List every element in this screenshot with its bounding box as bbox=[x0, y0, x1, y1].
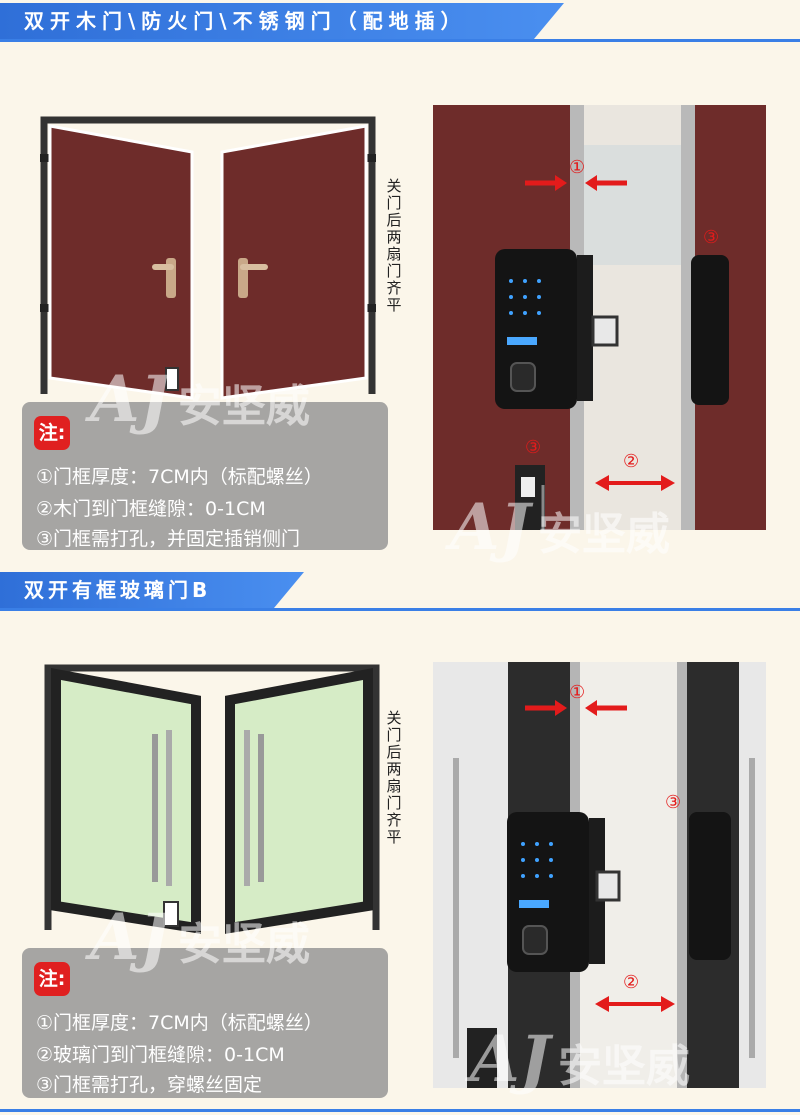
section-glass-door: 双开有框玻璃门B 关门后两扇门齐平 注: ①门框厚度：7CM内（标配螺丝） ②玻… bbox=[0, 560, 800, 1115]
marker-1: ① bbox=[569, 682, 586, 703]
divider bbox=[0, 608, 800, 611]
section-title: 双开有框玻璃门B bbox=[0, 572, 304, 608]
marker-3: ③ bbox=[665, 792, 682, 813]
note-box: 注: ①门框厚度：7CM内（标配螺丝） ②木门到门框缝隙：0-1CM ③门框需打… bbox=[22, 402, 388, 550]
marker-2: ② bbox=[623, 972, 640, 993]
double-glass-door-diagram bbox=[44, 664, 380, 934]
left-pull-handle-icon bbox=[152, 730, 172, 886]
side-note-flush: 关门后两扇门齐平 bbox=[386, 177, 402, 314]
left-door-handle-icon bbox=[152, 258, 176, 298]
note-line-1: ①门框厚度：7CM内（标配螺丝） bbox=[36, 466, 323, 488]
note-line-2: ②木门到门框缝隙：0-1CM bbox=[36, 498, 266, 520]
divider bbox=[0, 39, 800, 42]
marker-3-lock: ③ bbox=[703, 227, 720, 248]
lock-strike-body bbox=[691, 255, 729, 405]
marker-3-bolt: ③ bbox=[525, 437, 542, 458]
installation-photo-wood: ① ② ③ ③ bbox=[433, 105, 766, 545]
double-wooden-door-diagram bbox=[40, 116, 376, 400]
right-pull-handle-icon bbox=[244, 730, 264, 886]
note-line-3: ③门框需打孔，并固定插销侧门 bbox=[36, 528, 301, 550]
note-line-2: ②玻璃门到门框缝隙：0-1CM bbox=[36, 1044, 285, 1066]
section-wooden-door: 双开木门\防火门\不锈钢门（配地插） 关门后两扇门齐平 注: ①门框厚度：7CM… bbox=[0, 0, 800, 565]
note-badge: 注: bbox=[34, 962, 70, 996]
gap-arrow-icon-2 bbox=[595, 996, 675, 1012]
note-line-1: ①门框厚度：7CM内（标配螺丝） bbox=[36, 1012, 323, 1034]
marker-2: ② bbox=[623, 451, 640, 472]
gap-arrow-icon-1 bbox=[525, 175, 627, 191]
gap-arrow-icon-1 bbox=[525, 700, 627, 716]
section-title: 双开木门\防火门\不锈钢门（配地插） bbox=[0, 3, 564, 39]
note-line-3: ③门框需打孔，穿螺丝固定 bbox=[36, 1074, 263, 1096]
side-note-flush: 关门后两扇门齐平 bbox=[386, 709, 402, 846]
note-box: 注: ①门框厚度：7CM内（标配螺丝） ②玻璃门到门框缝隙：0-1CM ③门框需… bbox=[22, 948, 388, 1098]
right-door-handle-icon bbox=[238, 258, 268, 298]
gap-arrow-icon-2 bbox=[595, 475, 675, 491]
marker-1: ① bbox=[569, 157, 586, 178]
installation-photo-glass: ① ② ③ bbox=[433, 662, 766, 1088]
note-badge: 注: bbox=[34, 416, 70, 450]
bottom-divider bbox=[0, 1109, 800, 1112]
